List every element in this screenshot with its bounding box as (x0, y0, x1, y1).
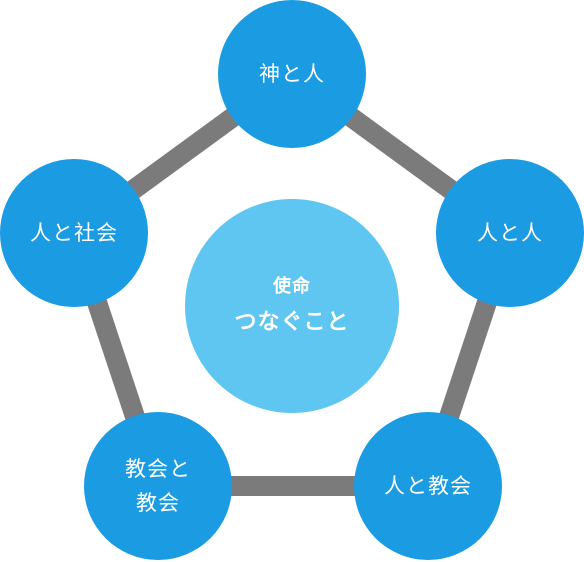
node-label-line1: 教会と (125, 457, 191, 481)
node-people-and-society: 人と社会 (0, 159, 148, 307)
center-subtitle: つなぐこと (234, 310, 350, 335)
node-people-and-church: 人と教会 (354, 412, 502, 560)
center-title: 使命 (273, 276, 311, 297)
node-church-and-church: 教会と 教会 (84, 412, 232, 560)
node-people-and-people: 人と人 (436, 159, 584, 307)
node-label-line2: 教会 (136, 491, 180, 515)
node-label: 人と人 (477, 221, 543, 245)
node-label: 神と人 (259, 62, 325, 86)
node-label: 人と社会 (30, 221, 118, 245)
node-label: 人と教会 (384, 474, 472, 498)
node-god-and-people: 神と人 (218, 0, 366, 148)
center-mission-circle: 使命 つなぐこと (185, 199, 399, 413)
